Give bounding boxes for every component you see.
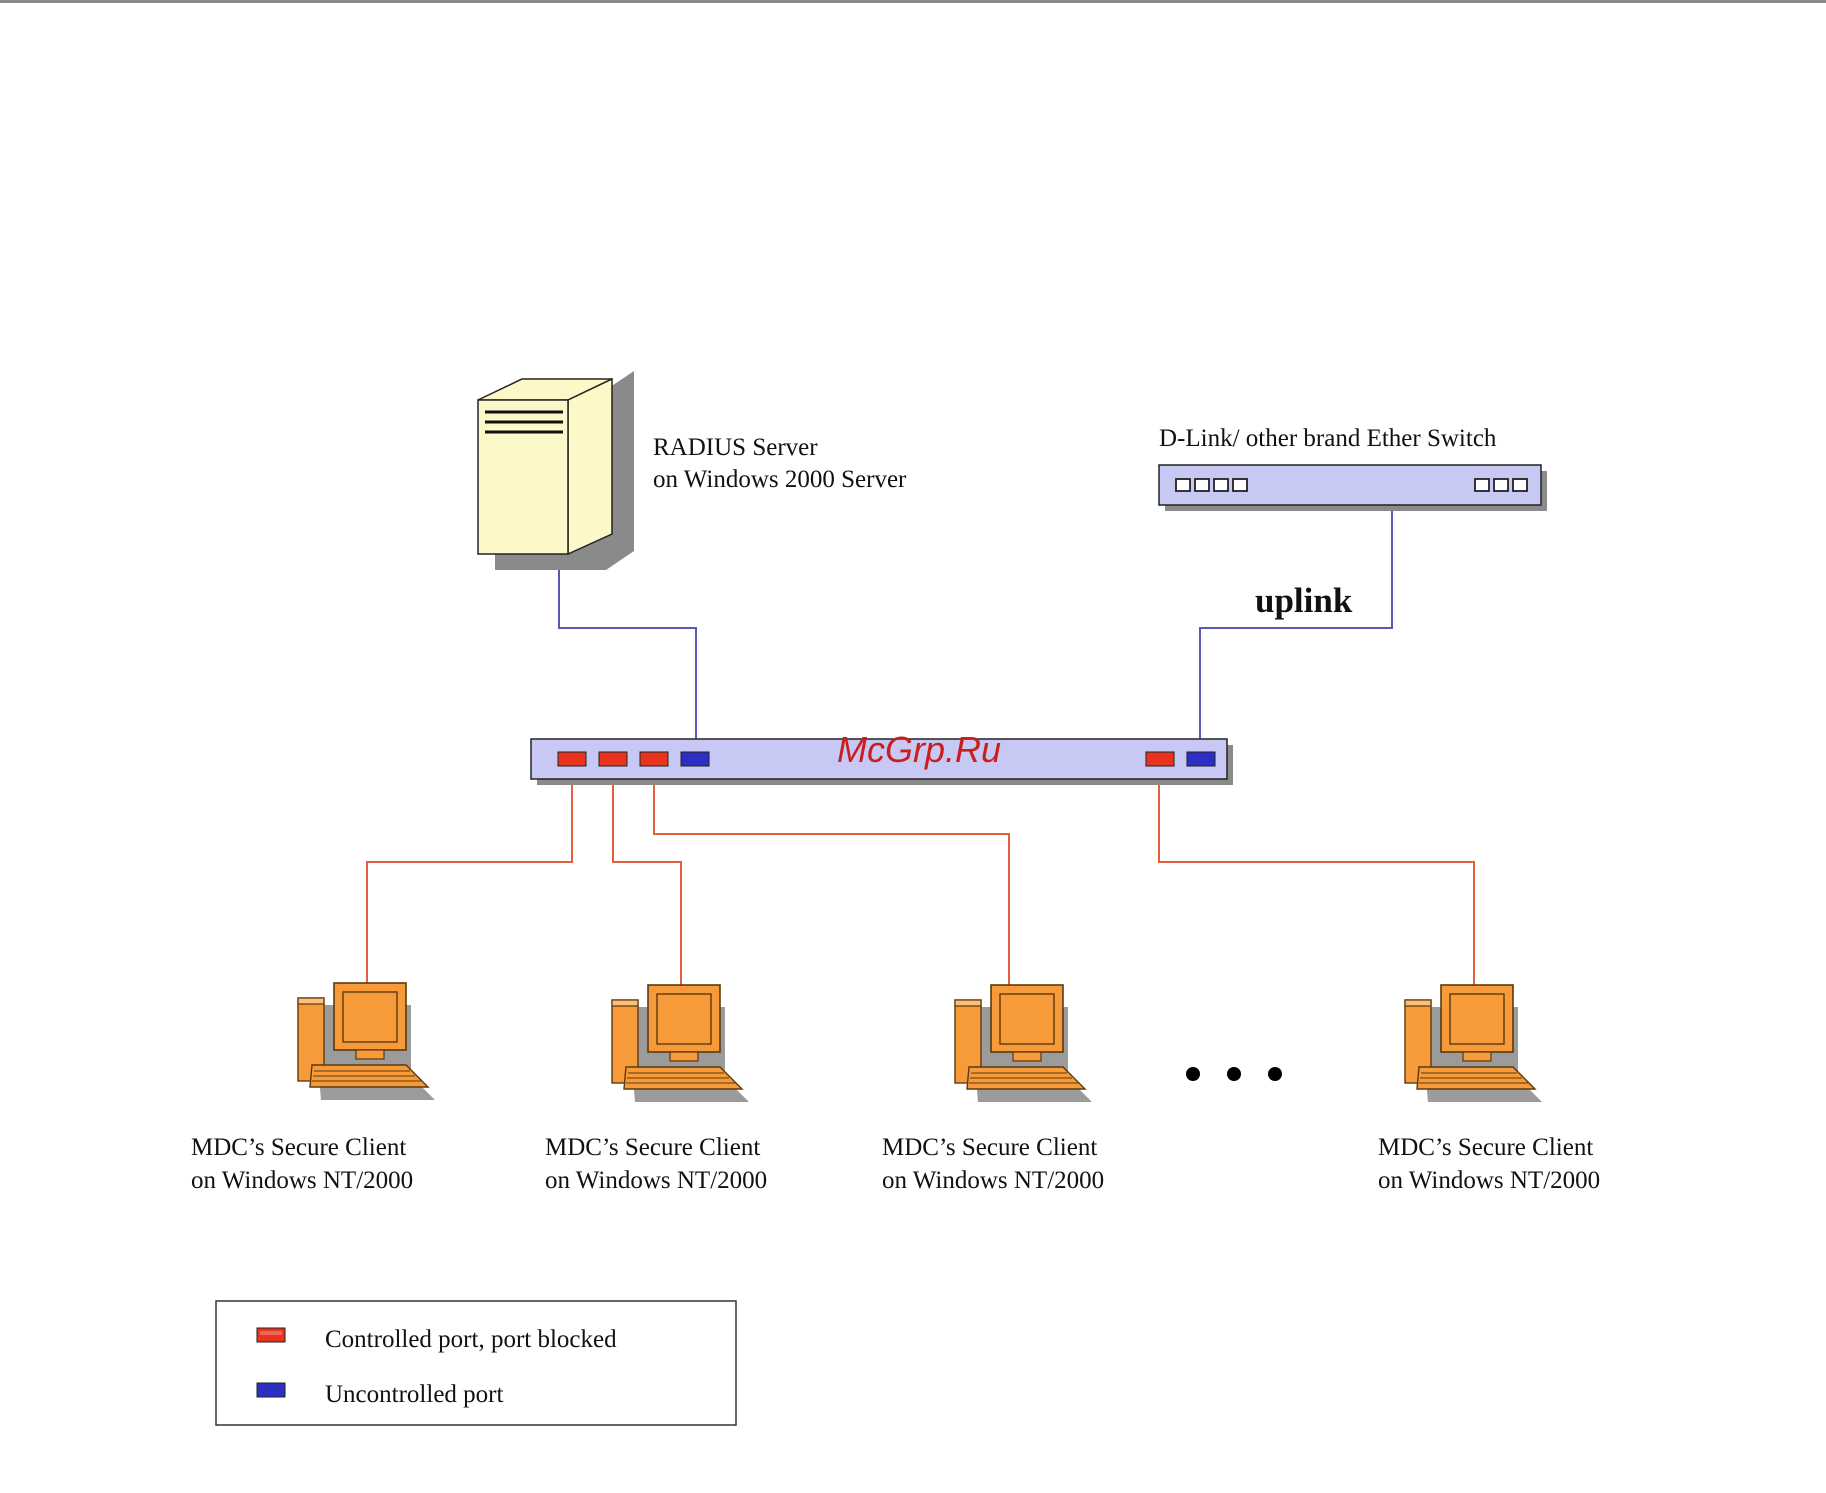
client-label-line2: on Windows NT/2000 bbox=[191, 1167, 413, 1194]
controlled-port bbox=[640, 752, 668, 766]
ether-switch-label: D-Link/ other brand Ether Switch bbox=[1159, 425, 1497, 452]
client-1 bbox=[298, 983, 435, 1100]
controlled-port bbox=[1146, 752, 1174, 766]
desktop-computer-icon bbox=[612, 985, 749, 1102]
client-link-1 bbox=[367, 785, 572, 990]
desktop-computer-icon bbox=[1405, 985, 1542, 1102]
watermark: McGrp.Ru bbox=[837, 729, 1001, 770]
server-label-line1: RADIUS Server bbox=[653, 434, 818, 461]
uplink-line bbox=[1200, 507, 1392, 758]
server-label-line2: on Windows 2000 Server bbox=[653, 466, 907, 493]
legend-label: Uncontrolled port bbox=[325, 1381, 503, 1408]
client-4 bbox=[1405, 985, 1542, 1102]
ellipsis-dots bbox=[1186, 1067, 1282, 1081]
desktop-computer-icon bbox=[955, 985, 1092, 1102]
client-link-3 bbox=[654, 785, 1009, 990]
red-links bbox=[367, 785, 1474, 990]
client-2 bbox=[612, 985, 749, 1102]
client-label-line1: MDC’s Secure Client bbox=[1378, 1134, 1593, 1161]
client-label-line1: MDC’s Secure Client bbox=[545, 1134, 760, 1161]
legend-label: Controlled port, port blocked bbox=[325, 1326, 617, 1353]
server-tower-icon bbox=[478, 371, 634, 570]
blue-links bbox=[559, 507, 1392, 758]
legend: Controlled port, port blocked Uncontroll… bbox=[216, 1301, 736, 1425]
uncontrolled-port bbox=[681, 752, 709, 766]
controlled-port bbox=[599, 752, 627, 766]
client-link-2 bbox=[613, 785, 681, 990]
client-3 bbox=[955, 985, 1092, 1102]
client-label-line2: on Windows NT/2000 bbox=[882, 1167, 1104, 1194]
uplink-label: uplink bbox=[1255, 581, 1353, 620]
client-link-4 bbox=[1159, 785, 1474, 990]
server-link bbox=[559, 556, 696, 758]
uncontrolled-port bbox=[1187, 752, 1215, 766]
client-label-line2: on Windows NT/2000 bbox=[545, 1167, 767, 1194]
desktop-computer-icon bbox=[298, 983, 435, 1100]
controlled-port bbox=[558, 752, 586, 766]
client-label-line1: MDC’s Secure Client bbox=[882, 1134, 1097, 1161]
client-label-line2: on Windows NT/2000 bbox=[1378, 1167, 1600, 1194]
network-switch-icon bbox=[1159, 465, 1547, 511]
client-label-line1: MDC’s Secure Client bbox=[191, 1134, 406, 1161]
